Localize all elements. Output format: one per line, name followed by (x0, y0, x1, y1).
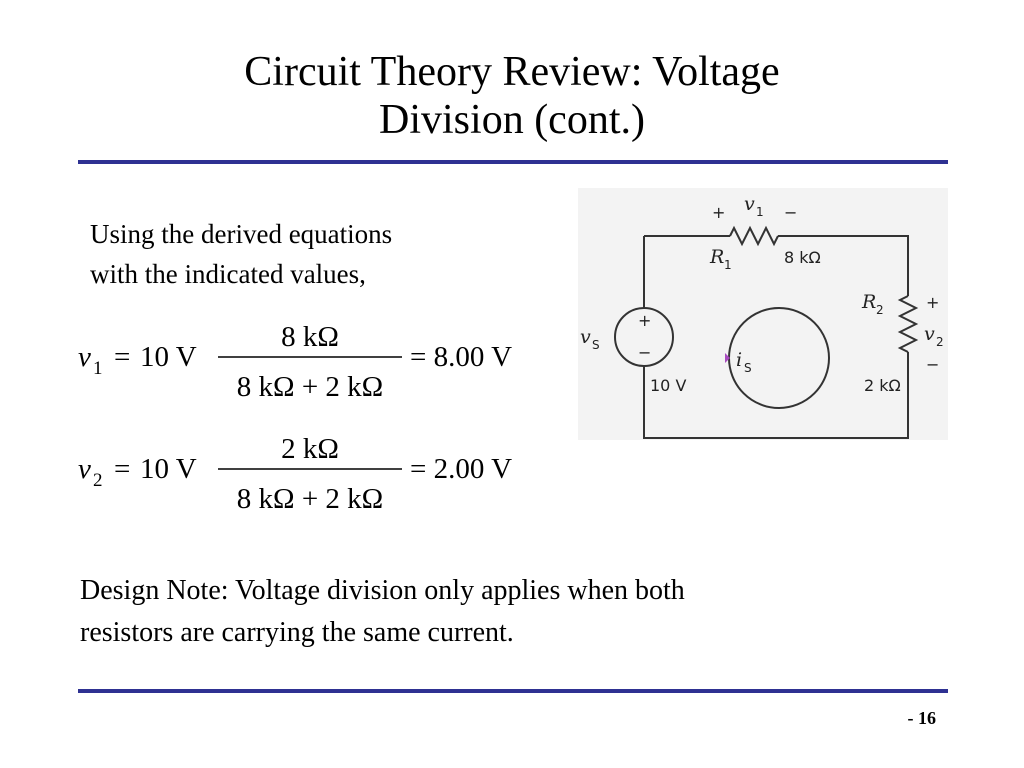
vs-plus: + (638, 311, 651, 330)
voltage-source-icon (614, 307, 674, 367)
r1-resistor-icon (729, 225, 779, 247)
eq1-source: 10 V (140, 341, 197, 373)
vs-value: 10 V (650, 376, 686, 395)
equation-v1: v 1 = 10 V 8 kΩ 8 kΩ + 2 kΩ = 8.00 V (74, 318, 554, 416)
eq1-result: = 8.00 V (410, 341, 512, 373)
v2-minus: − (926, 355, 939, 374)
title-line-1: Circuit Theory Review: Voltage (244, 49, 780, 95)
r1-var: R (709, 246, 724, 268)
title-line-2: Division (cont.) (379, 97, 645, 143)
r2-sub: 2 (876, 303, 884, 317)
intro-line-1: Using the derived equations (90, 219, 393, 249)
r2-var: R (861, 291, 876, 313)
v1-plus: + (712, 203, 725, 222)
vs-var: v (580, 326, 591, 348)
slide-title: Circuit Theory Review: Voltage Division … (0, 48, 1024, 144)
v2-var: v (924, 323, 935, 345)
v2-sub: 2 (936, 335, 944, 349)
eq2-lhs-var: v (78, 453, 91, 485)
vs-minus: − (638, 343, 651, 362)
r1-value: 8 kΩ (784, 248, 821, 267)
bottom-divider (78, 689, 948, 693)
equation-v1-graphic: v 1 = 10 V 8 kΩ 8 kΩ + 2 kΩ = 8.00 V (78, 321, 512, 403)
is-sub: S (744, 361, 752, 375)
top-wire-right (778, 235, 909, 296)
eq2-lhs-sub: 2 (93, 470, 103, 491)
eq1-numerator: 8 kΩ (281, 321, 339, 353)
v1-sub: 1 (756, 205, 764, 219)
v1-var: v (744, 193, 755, 215)
r1-sub: 1 (724, 258, 732, 272)
v1-minus: − (784, 203, 797, 222)
r2-resistor-icon (897, 295, 919, 353)
design-note-line-2: resistors are carrying the same current. (80, 617, 514, 648)
circuit-schematic: + v 1 − R 1 8 kΩ R 2 2 kΩ + v 2 − v S + … (580, 193, 944, 439)
current-arrow-icon (725, 353, 730, 363)
design-note-line-1: Design Note: Voltage division only appli… (80, 575, 685, 606)
eq2-numerator: 2 kΩ (281, 433, 339, 465)
page-number: - 16 (907, 708, 937, 728)
v2-plus: + (926, 293, 939, 312)
eq1-lhs-sub: 1 (93, 358, 103, 379)
top-divider (78, 160, 948, 164)
eq1-denominator: 8 kΩ + 2 kΩ (237, 371, 383, 403)
is-var: i (736, 349, 742, 371)
bottom-wire (643, 352, 909, 439)
current-source-icon (728, 307, 830, 409)
r2-value: 2 kΩ (864, 376, 901, 395)
eq2-source: 10 V (140, 453, 197, 485)
equation-v2: v 2 = 10 V 2 kΩ 8 kΩ + 2 kΩ = 2.00 V (74, 430, 554, 528)
intro-text: Using the derived equations with the ind… (90, 214, 392, 294)
eq1-equals: = (114, 341, 130, 373)
eq2-result: = 2.00 V (410, 453, 512, 485)
eq2-equals: = (114, 453, 130, 485)
equation-v2-graphic: v 2 = 10 V 2 kΩ 8 kΩ + 2 kΩ = 2.00 V (78, 433, 512, 515)
design-note: Design Note: Voltage division only appli… (80, 570, 685, 654)
intro-line-2: with the indicated values, (90, 259, 366, 289)
eq1-lhs-var: v (78, 341, 91, 373)
vs-sub: S (592, 338, 600, 352)
eq2-denominator: 8 kΩ + 2 kΩ (237, 483, 383, 515)
circuit-diagram: + v 1 − R 1 8 kΩ R 2 2 kΩ + v 2 − v S + … (578, 188, 948, 440)
